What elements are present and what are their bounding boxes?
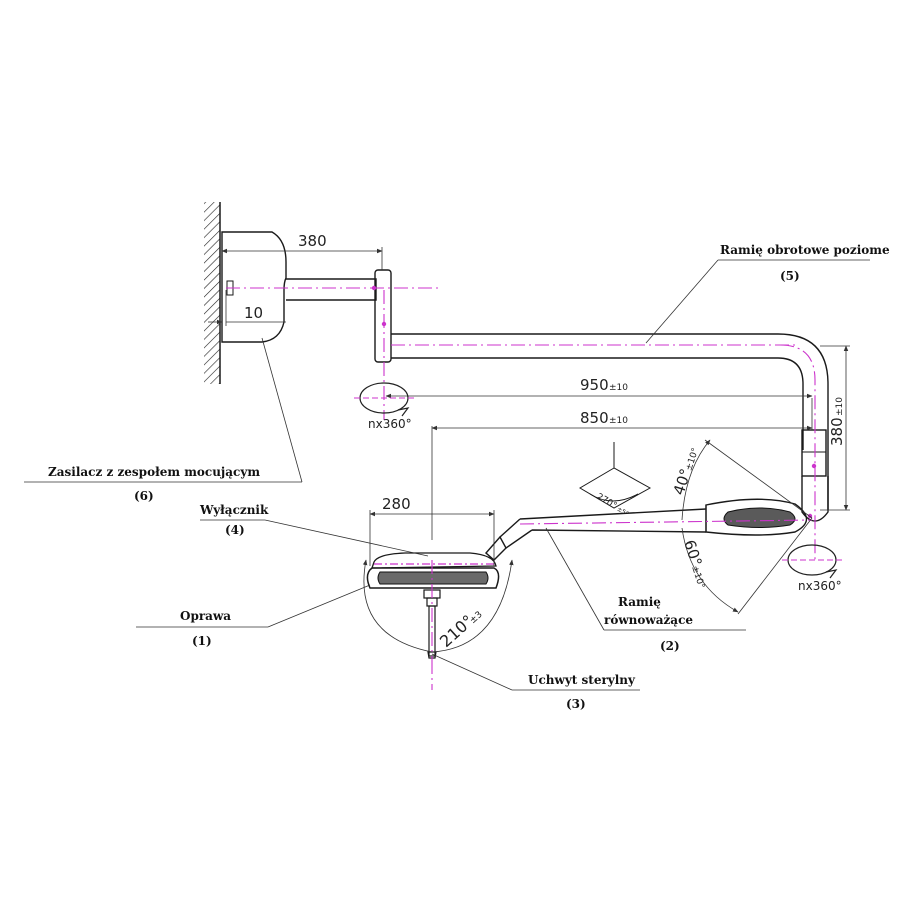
rotation-label-bottom: nx360° — [798, 579, 842, 593]
callout-3-number: (3) — [566, 697, 586, 711]
angle-210-arc — [362, 559, 514, 653]
angle-270-tol: ±5° — [616, 506, 630, 518]
leader-lines — [24, 259, 870, 691]
balancing-arm — [499, 498, 808, 549]
callout-1-label: Oprawa — [180, 609, 231, 623]
angle-40-arc — [681, 439, 813, 521]
angle-270-label: 270° — [595, 492, 619, 512]
rotation-symbol-bottom — [782, 544, 844, 579]
dim-850-tol: ±10 — [609, 416, 628, 426]
dim-850: 850 — [580, 409, 609, 427]
dimension-lines — [208, 247, 850, 566]
power-supply-mount — [221, 231, 287, 343]
callout-2-label-line2: równoważące — [604, 613, 693, 627]
dim-380-top: 380 — [298, 232, 327, 250]
dim-380-vertical-tol: ±10 — [835, 397, 845, 416]
lamp-head — [366, 535, 507, 659]
callout-4-number: (4) — [225, 523, 245, 537]
dim-10: 10 — [244, 304, 263, 322]
dim-950-tol: ±10 — [609, 383, 628, 393]
dim-280: 280 — [382, 495, 411, 513]
callout-5-label: Ramię obrotowe poziome — [720, 243, 890, 257]
callout-1-number: (1) — [192, 634, 212, 648]
rotation-label-top: nx360° — [368, 417, 412, 431]
dim-950: 950 — [580, 376, 609, 394]
angle-60-arc — [681, 517, 813, 615]
callout-6-number: (6) — [134, 489, 154, 503]
horizontal-rotating-arm — [391, 333, 829, 522]
callout-4-label: Wyłącznik — [199, 503, 269, 517]
callout-6-label: Zasilacz z zespołem mocującym — [48, 465, 260, 479]
callout-2-label-line1: Ramię — [618, 595, 661, 609]
mount-arm — [286, 269, 392, 363]
angle-40-tol: ±10° — [684, 447, 701, 472]
angle-60-label: 60° — [680, 538, 705, 569]
angle-60-tol: ±10° — [689, 565, 706, 590]
wall — [204, 202, 221, 384]
callout-3-label: Uchwyt sterylny — [528, 673, 636, 687]
dim-380-vertical: 380 — [828, 417, 846, 446]
dimension-labels: 380 10 950 ±10 850 ±10 380 ±10 280 nx360… — [244, 232, 846, 651]
callout-5-number: (5) — [780, 269, 800, 283]
centerlines — [226, 287, 816, 690]
rotation-symbol-top — [354, 382, 416, 417]
callout-labels: Ramię obrotowe poziome (5) Zasilacz z ze… — [48, 243, 890, 711]
callout-2-number: (2) — [660, 639, 680, 653]
angle-270-symbol — [579, 442, 652, 509]
